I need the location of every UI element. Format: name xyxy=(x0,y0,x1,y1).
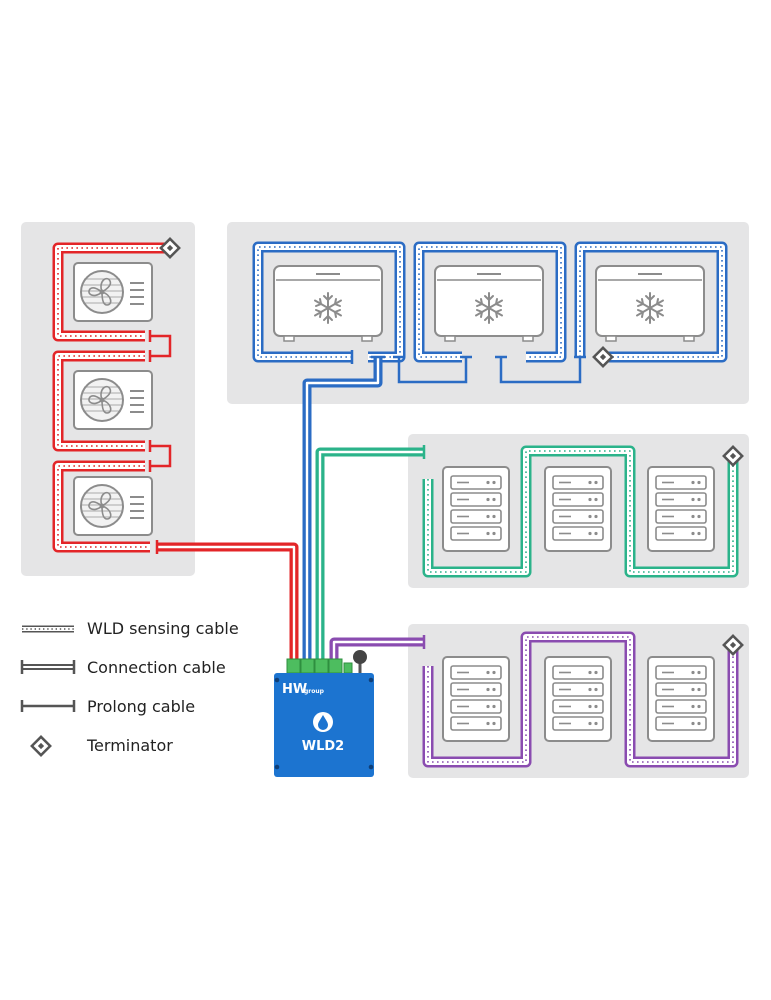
sensor-probe xyxy=(353,650,367,664)
connection-cable-icon xyxy=(20,660,76,674)
brand-sub: group xyxy=(304,688,325,695)
server-rack-6 xyxy=(647,656,715,742)
server-rack-1 xyxy=(442,466,510,552)
freezer-3 xyxy=(595,265,705,342)
sensing-cable-ac xyxy=(52,242,168,553)
legend-label-terminator: Terminator xyxy=(86,736,173,755)
terminal-connectors xyxy=(286,658,353,674)
server-rack-3 xyxy=(647,466,715,552)
wld2-device: HW group WLD2 xyxy=(274,650,374,777)
sensing-cable-server-racks-2 xyxy=(422,631,739,768)
legend-label-connection: Connection cable xyxy=(87,658,226,677)
air-conditioner-3 xyxy=(73,476,153,536)
terminator-icon xyxy=(30,735,52,757)
freezer-1 xyxy=(273,265,383,342)
brand-logo: HW xyxy=(282,682,307,697)
freezer-2 xyxy=(434,265,544,342)
prolong-cables-ac xyxy=(148,330,172,472)
connection-cable-ends xyxy=(155,350,426,649)
air-conditioner-2 xyxy=(73,370,153,430)
sensing-cable-server-racks-1 xyxy=(422,445,739,578)
server-rack-4 xyxy=(442,656,510,742)
legend: WLD sensing cable Connection cable Prolo… xyxy=(20,619,239,757)
device-model: WLD2 xyxy=(302,739,344,754)
legend-label-sensing: WLD sensing cable xyxy=(87,619,239,638)
server-rack-5 xyxy=(544,656,612,742)
server-rack-2 xyxy=(544,466,612,552)
air-conditioner-1 xyxy=(73,262,153,322)
prolong-cables-freezers xyxy=(393,355,586,384)
prolong-cable-icon xyxy=(20,700,76,712)
legend-label-prolong: Prolong cable xyxy=(87,697,195,716)
